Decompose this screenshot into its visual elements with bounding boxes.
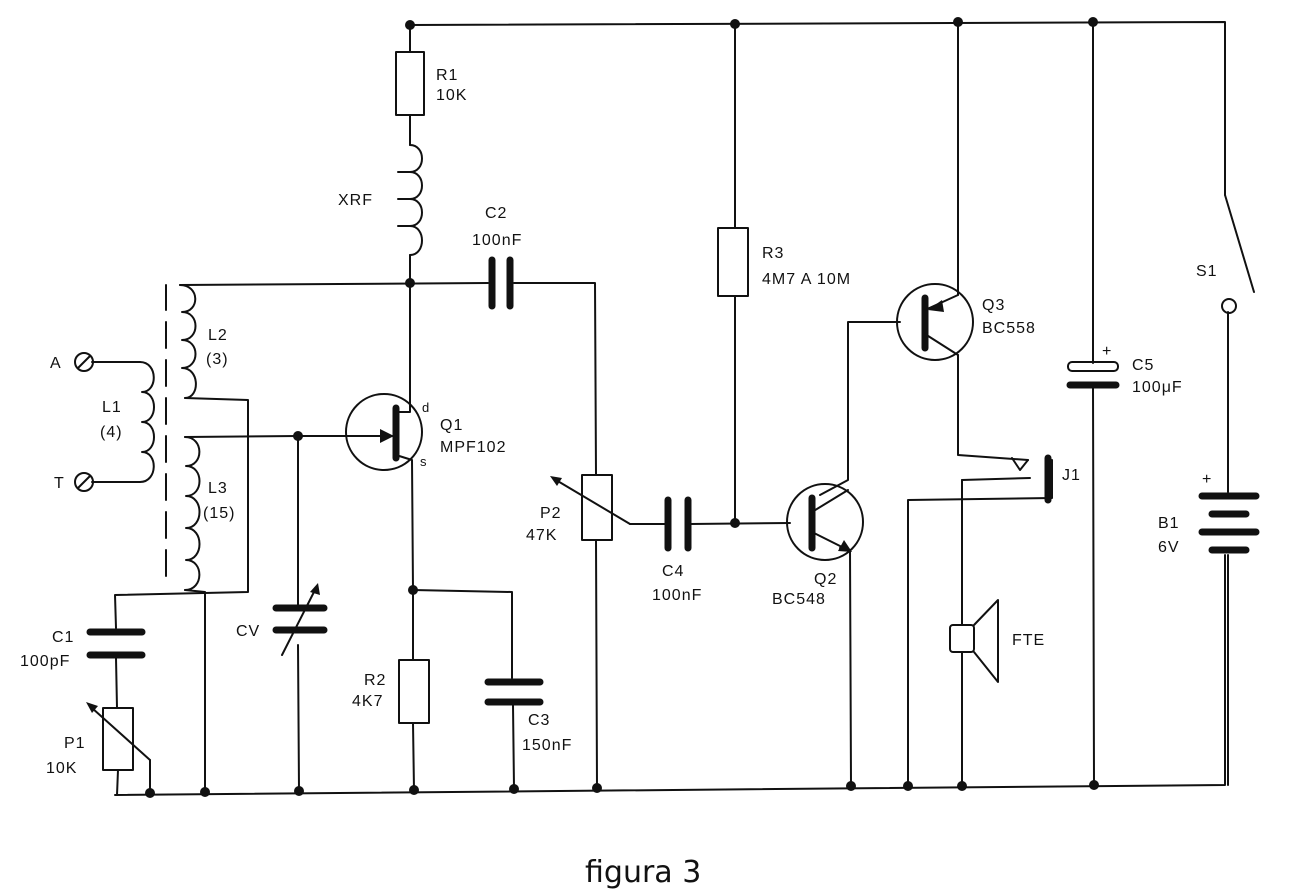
p1-ref: P1 (64, 735, 86, 752)
terminal-t: T (54, 472, 94, 492)
resistor-r1: R1 10K (395, 51, 467, 116)
c5-ref: C5 (1132, 357, 1154, 374)
c3-value: 150nF (522, 737, 572, 754)
c4-ref: C4 (662, 563, 684, 580)
choke-xrf: XRF (338, 144, 423, 256)
l2-value: (3) (206, 351, 229, 368)
l1-value: (4) (100, 424, 123, 441)
r2-ref: R2 (364, 672, 386, 689)
r2-value: 4K7 (352, 693, 383, 710)
b1-value: 6V (1158, 539, 1180, 556)
switch-s1: S1 (1196, 194, 1255, 314)
capacitor-c5: + C5 100μF (1066, 343, 1183, 396)
terminal-t-label: T (54, 475, 65, 492)
xrf-ref: XRF (338, 192, 373, 209)
q1-pin-d: d (422, 400, 429, 415)
transistor-q2: Q2 BC548 (772, 483, 864, 608)
capacitor-c2: C2 100nF (472, 205, 522, 310)
l3-ref: L3 (208, 480, 228, 497)
c5-polarity: + (1102, 343, 1112, 360)
fte-ref: FTE (1012, 632, 1045, 649)
resistor-r3: R3 4M7 A 10M (717, 227, 851, 297)
resistor-r2: R2 4K7 (352, 659, 430, 724)
terminal-a-label: A (50, 355, 62, 372)
b1-ref: B1 (1158, 515, 1180, 532)
q1-pin-s: s (420, 454, 427, 469)
c1-value: 100pF (20, 653, 70, 670)
q3-value: BC558 (982, 320, 1036, 337)
potentiometer-p2: P2 47K (526, 474, 631, 544)
wires (91, 21, 1229, 796)
r3-value: 4M7 A 10M (762, 271, 851, 288)
c3-ref: C3 (528, 712, 550, 729)
variable-capacitor-cv: CV (236, 583, 328, 656)
q2-value: BC548 (772, 591, 826, 608)
transformer-coils: L2 (3) L1 (4) L3 (15) (100, 284, 235, 591)
capacitor-c4: C4 100nF (652, 496, 702, 604)
potentiometer-p1: P1 10K (46, 702, 151, 777)
c2-ref: C2 (485, 205, 507, 222)
battery-b1: + B1 6V (1158, 471, 1260, 556)
capacitor-c3: C3 150nF (484, 678, 572, 754)
junctions (145, 17, 1099, 798)
l1-ref: L1 (102, 399, 122, 416)
r1-value: 10K (436, 87, 467, 104)
l3-value: (15) (203, 505, 235, 522)
c5-value: 100μF (1132, 379, 1183, 396)
speaker-fte: FTE (949, 599, 1045, 683)
c1-ref: C1 (52, 629, 74, 646)
cv-ref: CV (236, 623, 260, 640)
transistor-q1: d s Q1 MPF102 (345, 393, 506, 471)
terminal-a: A (50, 352, 94, 372)
p1-value: 10K (46, 760, 77, 777)
jack-j1: J1 (1011, 454, 1081, 504)
q1-value: MPF102 (440, 439, 506, 456)
r3-ref: R3 (762, 245, 784, 262)
q2-ref: Q2 (814, 571, 837, 588)
b1-polarity: + (1202, 471, 1212, 488)
s1-ref: S1 (1196, 263, 1218, 280)
c4-value: 100nF (652, 587, 702, 604)
p2-value: 47K (526, 527, 557, 544)
j1-ref: J1 (1062, 467, 1081, 484)
r1-ref: R1 (436, 67, 458, 84)
q1-ref: Q1 (440, 417, 463, 434)
figure-caption: figura 3 (585, 855, 701, 890)
l2-ref: L2 (208, 327, 228, 344)
p2-ref: P2 (540, 505, 562, 522)
c2-value: 100nF (472, 232, 522, 249)
capacitor-c1: C1 100pF (20, 628, 146, 670)
transistor-q3: Q3 BC558 (896, 283, 1036, 361)
q3-ref: Q3 (982, 297, 1005, 314)
